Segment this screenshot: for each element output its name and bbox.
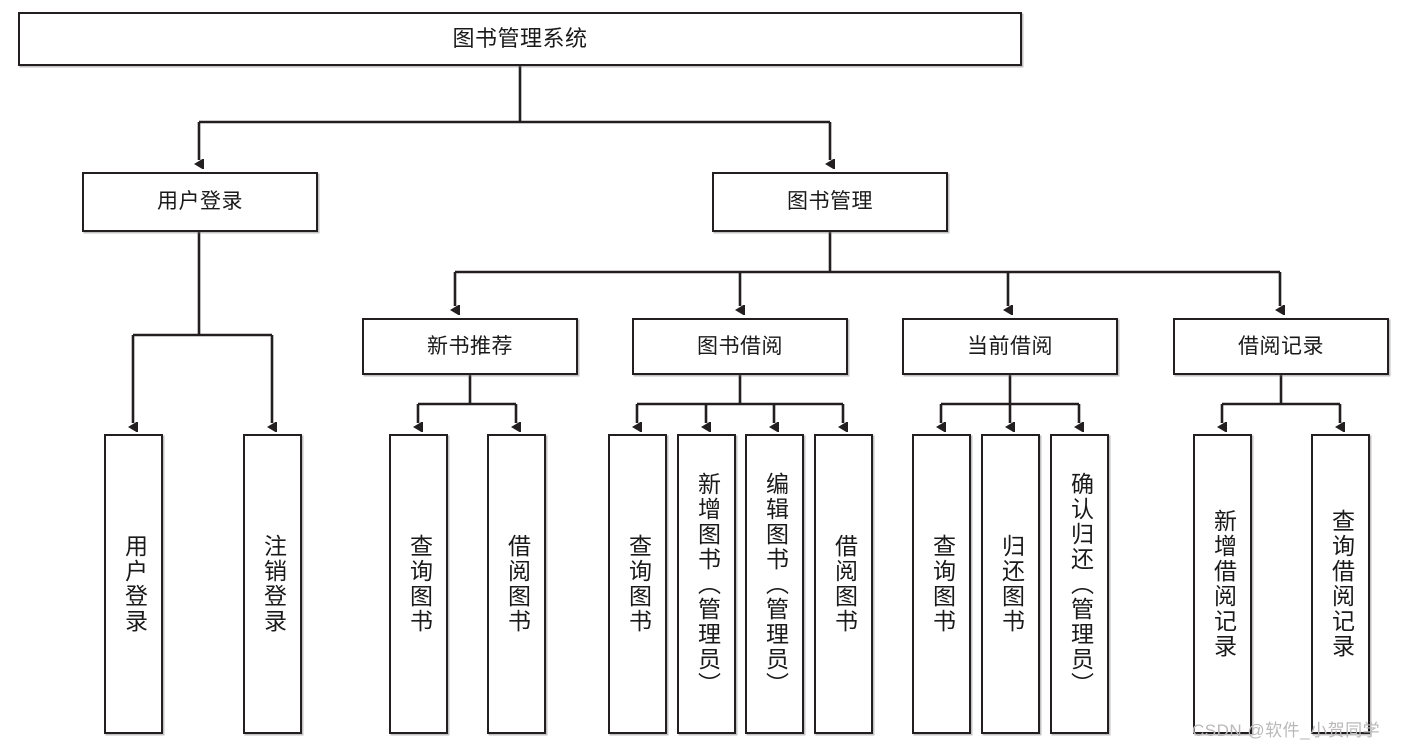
leaf-borrow-edit-book-admin[interactable]: 编辑图书（管理员）	[745, 434, 804, 734]
node-label: 编辑图书（管理员）	[762, 471, 789, 697]
node-label: 用户登录	[121, 534, 148, 634]
leaf-current-confirm-return-admin[interactable]: 确认归还（管理员）	[1050, 434, 1109, 734]
node-root-system[interactable]: 图书管理系统	[18, 12, 1022, 66]
node-user-login[interactable]: 用户登录	[82, 172, 318, 232]
node-label: 查询图书	[625, 534, 652, 634]
node-book-borrow[interactable]: 图书借阅	[632, 318, 848, 375]
leaf-current-query-book[interactable]: 查询图书	[912, 434, 971, 734]
node-label: 图书管理	[787, 190, 873, 214]
node-current-borrow[interactable]: 当前借阅	[902, 318, 1118, 375]
leaf-borrow-borrow-book[interactable]: 借阅图书	[814, 434, 873, 734]
node-label: 借阅图书	[831, 534, 858, 634]
node-label: 用户登录	[157, 190, 243, 214]
node-label: 借阅图书	[504, 534, 531, 634]
node-label: 新书推荐	[427, 334, 513, 358]
leaf-record-add-borrow-record[interactable]: 新增借阅记录	[1193, 434, 1252, 734]
node-label: 借阅记录	[1238, 334, 1324, 358]
leaf-logout-login[interactable]: 注销登录	[243, 434, 302, 734]
leaf-user-login[interactable]: 用户登录	[104, 434, 163, 734]
node-label: 新增图书（管理员）	[694, 471, 721, 697]
node-new-book-recommend[interactable]: 新书推荐	[362, 318, 578, 375]
leaf-recommend-query-book[interactable]: 查询图书	[389, 434, 448, 734]
leaf-borrow-add-book-admin[interactable]: 新增图书（管理员）	[677, 434, 736, 734]
node-label: 查询图书	[406, 534, 433, 634]
node-label: 注销登录	[260, 534, 287, 634]
node-label: 归还图书	[998, 534, 1025, 634]
node-label: 图书借阅	[697, 334, 783, 358]
leaf-record-query-borrow-record[interactable]: 查询借阅记录	[1311, 434, 1370, 734]
leaf-recommend-borrow-book[interactable]: 借阅图书	[487, 434, 546, 734]
node-label: 确认归还（管理员）	[1067, 471, 1094, 697]
leaf-current-return-book[interactable]: 归还图书	[981, 434, 1040, 734]
node-label: 当前借阅	[967, 334, 1053, 358]
node-label: 新增借阅记录	[1210, 509, 1237, 659]
node-book-management[interactable]: 图书管理	[712, 172, 948, 232]
leaf-borrow-query-book[interactable]: 查询图书	[608, 434, 667, 734]
node-borrow-record[interactable]: 借阅记录	[1173, 318, 1389, 375]
node-label: 图书管理系统	[452, 25, 588, 51]
node-label: 查询借阅记录	[1328, 509, 1355, 659]
node-label: 查询图书	[929, 534, 956, 634]
